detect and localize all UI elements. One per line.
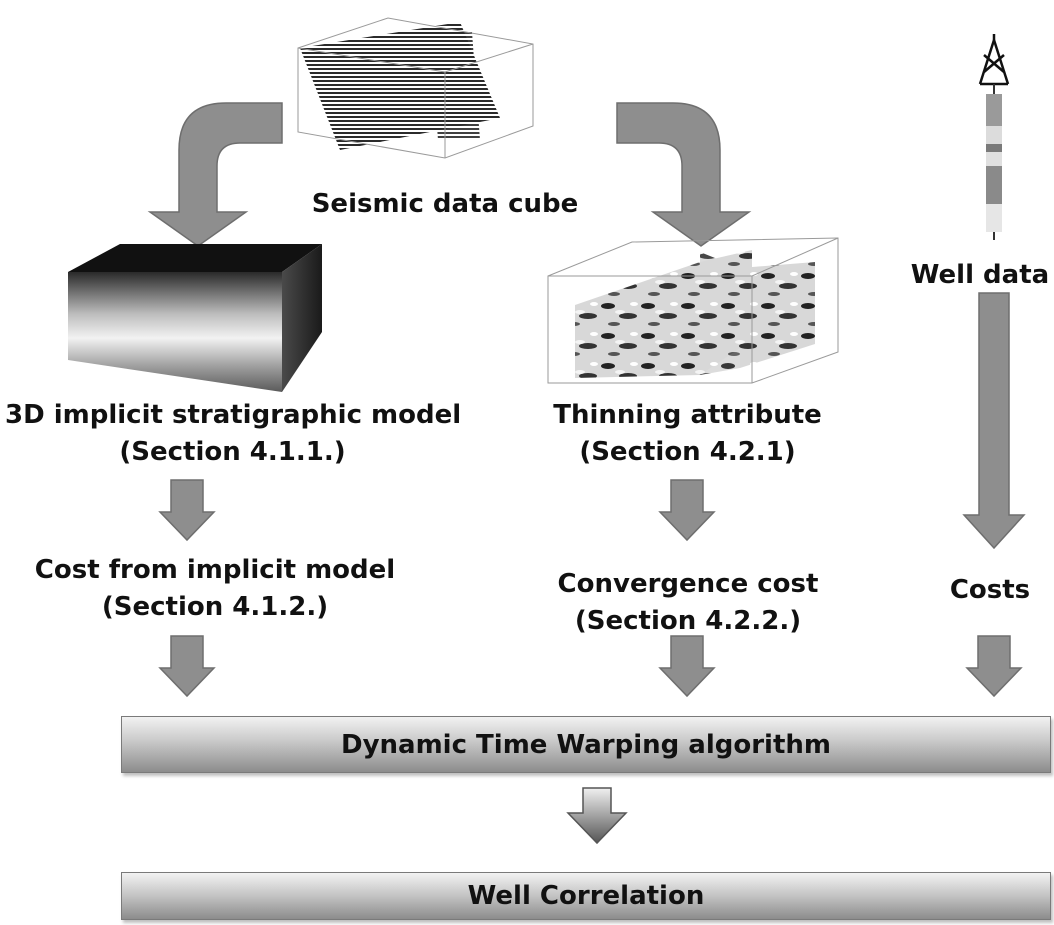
seismic-label: Seismic data cube bbox=[311, 189, 579, 219]
well-data-label: Well data bbox=[910, 260, 1050, 290]
well-correlation-label: Well Correlation bbox=[467, 881, 705, 911]
thinning-attribute-image bbox=[547, 237, 839, 384]
thinning-section: (Section 4.2.1) bbox=[579, 436, 796, 467]
model-title: 3D implicit stratigraphic model bbox=[5, 400, 462, 430]
convergence-label: Convergence cost (Section 4.2.2.) bbox=[548, 566, 828, 640]
arrow-costs-to-dtw bbox=[965, 635, 1023, 698]
thinning-title: Thinning attribute bbox=[553, 400, 822, 430]
dtw-label: Dynamic Time Warping algorithm bbox=[341, 729, 831, 760]
cost-model-label: Cost from implicit model (Section 4.1.2.… bbox=[25, 552, 405, 626]
curved-arrow-left bbox=[147, 102, 283, 247]
costs-label: Costs bbox=[949, 575, 1031, 605]
dtw-box: Dynamic Time Warping algorithm bbox=[121, 716, 1051, 773]
model-section: (Section 4.1.1.) bbox=[119, 436, 346, 467]
cost-model-title: Cost from implicit model bbox=[34, 555, 396, 585]
well-log-image bbox=[986, 84, 1002, 240]
seismic-cube-image bbox=[297, 17, 534, 159]
curved-arrow-right bbox=[616, 102, 752, 247]
model-label: 3D implicit stratigraphic model (Section… bbox=[5, 397, 462, 471]
thinning-label: Thinning attribute (Section 4.2.1) bbox=[545, 397, 830, 471]
arrow-convergence-to-dtw bbox=[658, 635, 716, 698]
arrow-thinning-to-convergence bbox=[658, 479, 716, 542]
arrow-dtw-to-correlation bbox=[566, 787, 628, 845]
implicit-model-image bbox=[68, 244, 322, 392]
derrick-icon bbox=[978, 34, 1010, 86]
arrow-model-to-cost bbox=[158, 479, 216, 542]
arrow-well-to-costs bbox=[962, 292, 1026, 550]
convergence-section: (Section 4.2.2.) bbox=[574, 605, 802, 636]
convergence-title: Convergence cost bbox=[557, 569, 819, 599]
arrow-cost-to-dtw-left bbox=[158, 635, 216, 698]
cost-model-section: (Section 4.1.2.) bbox=[101, 591, 329, 622]
well-correlation-box: Well Correlation bbox=[121, 872, 1051, 920]
